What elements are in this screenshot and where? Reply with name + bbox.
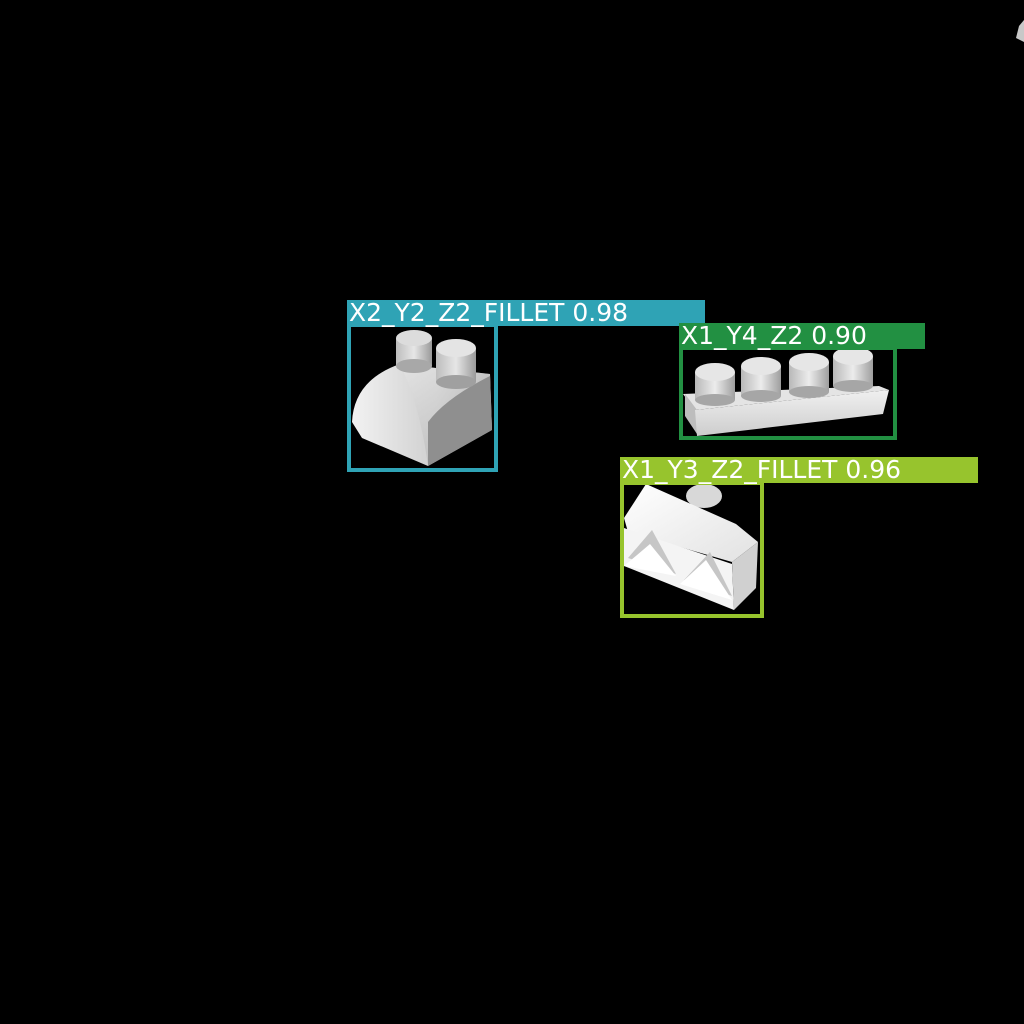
detection-box[interactable] (679, 346, 897, 440)
detection-score: 0.96 (845, 455, 902, 484)
detection-class: X1_Y4_Z2 (681, 321, 804, 350)
detection-class: X2_Y2_Z2_FILLET (349, 298, 565, 327)
detection-class: X1_Y3_Z2_FILLET (622, 455, 838, 484)
brick-fragment-icon (1016, 20, 1024, 42)
detection-score: 0.98 (572, 298, 629, 327)
detection-label: X1_Y3_Z2_FILLET 0.96 (620, 457, 978, 483)
brick-1x4-icon (683, 347, 889, 436)
detection-score: 0.90 (811, 321, 867, 350)
detection-label: X2_Y2_Z2_FILLET 0.98 (347, 300, 705, 326)
detection-box[interactable] (347, 323, 498, 472)
brick-1x3-fillet-icon (624, 484, 758, 610)
brick-2x2-fillet-icon (352, 330, 492, 466)
detection-label: X1_Y4_Z2 0.90 (679, 323, 925, 349)
detection-box[interactable] (620, 481, 764, 618)
